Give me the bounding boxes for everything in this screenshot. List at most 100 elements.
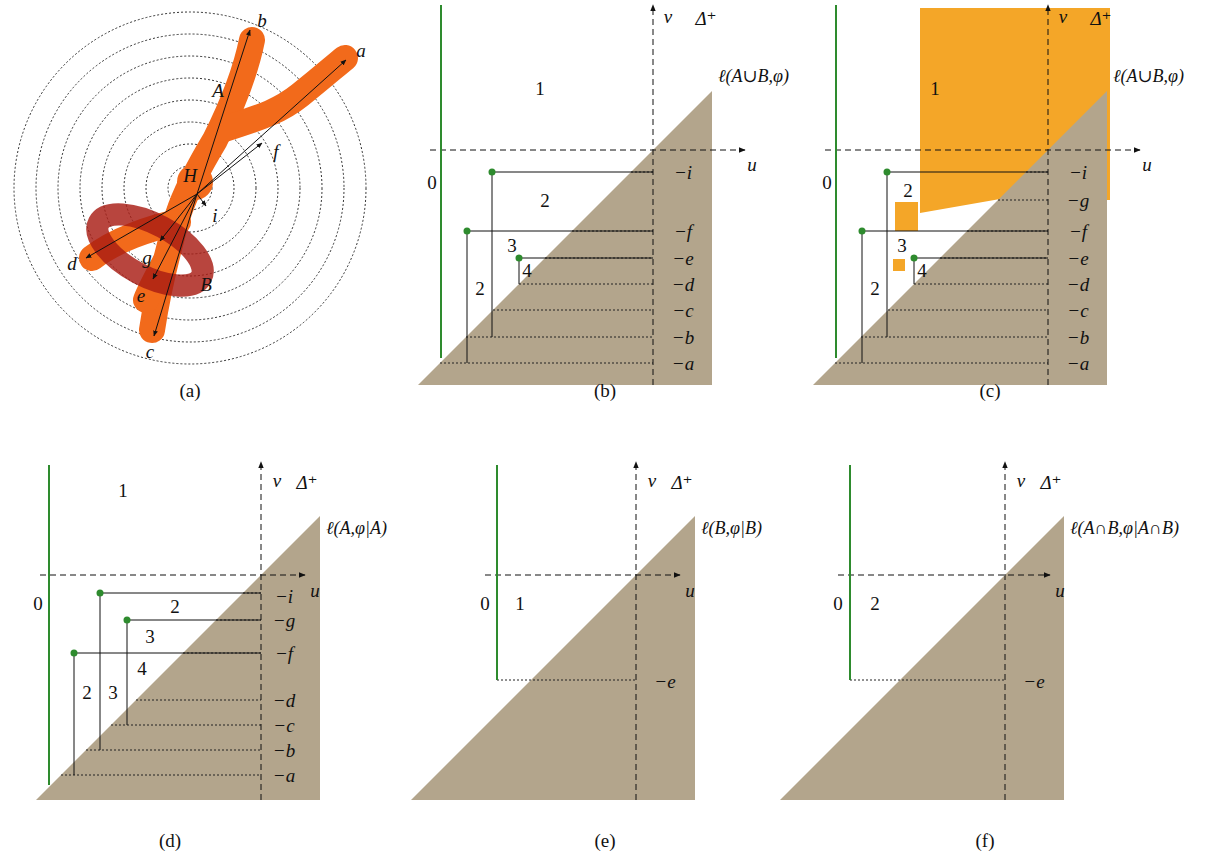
axis-label: u <box>747 155 757 174</box>
level-line <box>86 750 261 751</box>
persistence-bar <box>914 258 1048 284</box>
point-label: b <box>257 11 267 30</box>
below-diagonal-region <box>418 91 712 385</box>
shaded-region <box>895 202 918 231</box>
point-label: a <box>356 41 366 60</box>
essential-line <box>835 5 837 358</box>
persistence-point <box>516 255 523 262</box>
axis-tick-label: −f <box>275 644 293 663</box>
axis-tick-label: −g <box>273 611 295 630</box>
persistence-point <box>464 228 471 235</box>
curve-label: ℓ(A∪B,φ) <box>718 67 789 85</box>
persistence-point <box>124 617 131 624</box>
persistence-point <box>859 228 866 235</box>
axis-label: v <box>1059 7 1067 26</box>
shape-illustration <box>14 12 366 364</box>
region-number: 3 <box>145 627 155 646</box>
persistence-point <box>911 255 918 262</box>
v-axis <box>1005 462 1006 800</box>
axis-tick-label: −e <box>654 672 675 691</box>
radial-arrow <box>160 194 197 241</box>
axis-tick-label: −a <box>672 354 694 373</box>
axis-tick-label: −b <box>1067 328 1089 347</box>
persistence-diagram <box>418 5 745 385</box>
axis-label: u <box>1055 581 1065 600</box>
v-axis <box>261 462 262 800</box>
level-line <box>888 310 1048 311</box>
panel-caption: (c) <box>979 381 1000 400</box>
level-line <box>136 700 261 701</box>
point-label: c <box>146 342 154 361</box>
radial-arrow <box>197 30 250 194</box>
persistence-point <box>489 169 496 176</box>
shaded-region <box>893 259 905 271</box>
region-number: 2 <box>870 594 880 613</box>
panel-caption: (a) <box>179 381 200 400</box>
persistence-diagram <box>36 462 320 800</box>
level-line <box>850 680 1005 681</box>
point-label: B <box>200 275 212 294</box>
point-label: f <box>273 142 278 161</box>
axis-tick-label: −b <box>672 328 694 347</box>
axis-label: v <box>648 471 656 490</box>
region-number: 1 <box>535 79 545 98</box>
level-line <box>466 337 653 338</box>
point-label: H <box>183 166 197 185</box>
level-line <box>519 284 653 285</box>
persistence-bar <box>467 231 653 363</box>
axis-tick-label: −f <box>674 222 692 241</box>
axis-tick-label: −a <box>1067 354 1089 373</box>
persistence-bar <box>100 593 261 750</box>
region-number: 0 <box>822 173 832 192</box>
axis-tick-label: −e <box>672 249 693 268</box>
region-number: 4 <box>137 659 147 678</box>
persistence-bar <box>74 653 261 775</box>
panel-caption: (d) <box>159 831 181 850</box>
level-circle <box>36 34 344 342</box>
axis-label: v <box>664 7 672 26</box>
axis-tick-label: −a <box>273 766 295 785</box>
persistence-diagram <box>780 462 1064 800</box>
level-line <box>998 200 1048 201</box>
axis-tick-label: −d <box>273 691 295 710</box>
persistence-bar <box>887 172 1048 337</box>
axis-label: Δ⁺ <box>296 473 317 492</box>
essential-line <box>48 465 50 785</box>
axis-label: v <box>1017 471 1025 490</box>
axis-tick-label: −i <box>275 587 293 606</box>
u-axis <box>838 575 1050 576</box>
persistence-bar <box>492 172 653 337</box>
level-line <box>861 337 1048 338</box>
band-B <box>87 200 214 300</box>
axis-tick-label: −g <box>1067 191 1089 210</box>
axis-tick-label: −i <box>1069 163 1087 182</box>
region-number: 2 <box>82 683 92 702</box>
u-axis <box>825 150 1140 151</box>
u-axis <box>485 575 680 576</box>
region-number: 2 <box>903 181 913 200</box>
axis-label: u <box>310 581 320 600</box>
radial-arrow <box>197 194 206 206</box>
axis-tick-label: −f <box>1069 222 1087 241</box>
region-number: 2 <box>540 191 550 210</box>
u-axis <box>40 575 305 576</box>
region-number: 3 <box>507 236 517 255</box>
radial-arrow <box>197 60 346 194</box>
essential-line <box>496 465 498 680</box>
essential-line <box>440 5 442 358</box>
axis-label: Δ⁺ <box>671 473 692 492</box>
axis-label: Δ⁺ <box>1090 9 1111 28</box>
region-number: 0 <box>833 594 843 613</box>
point-label: e <box>137 286 145 305</box>
v-axis <box>636 462 637 800</box>
curve-label: ℓ(B,φ|B) <box>701 519 762 537</box>
level-line <box>440 363 653 364</box>
radial-arrow <box>197 143 262 194</box>
region-number: 4 <box>522 261 532 280</box>
axis-label: v <box>273 471 281 490</box>
region-number: 2 <box>170 597 180 616</box>
region-number: 1 <box>930 79 940 98</box>
axis-label: Δ⁺ <box>1040 473 1061 492</box>
region-number: 1 <box>515 594 525 613</box>
